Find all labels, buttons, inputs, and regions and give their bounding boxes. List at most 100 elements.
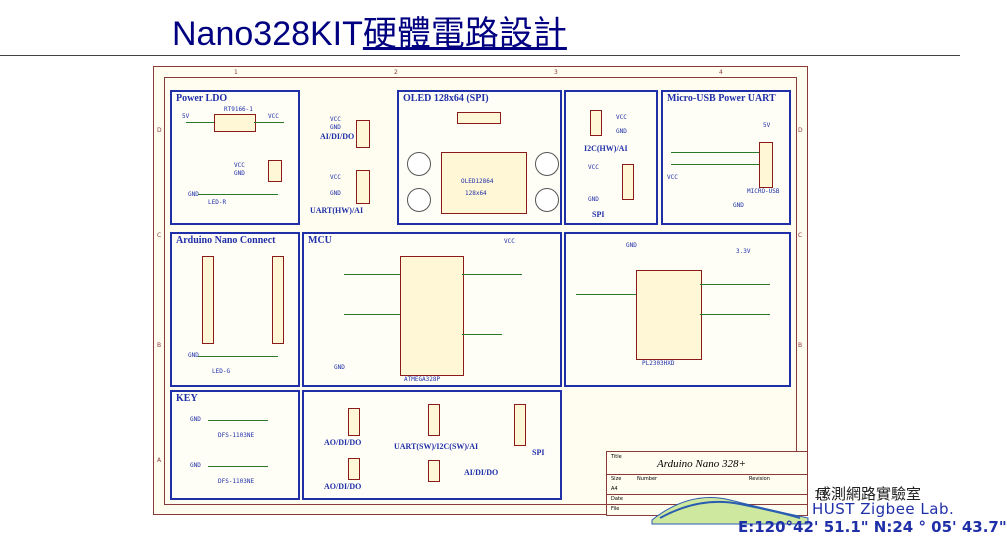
tb-number-label: Number — [637, 476, 658, 482]
net-gnd: GND — [188, 191, 199, 198]
mcu-chip — [400, 256, 464, 376]
grid-label: D — [798, 127, 803, 134]
wire — [462, 334, 502, 335]
connector-cn15 — [428, 460, 440, 482]
wire — [208, 466, 268, 467]
net-gnd: GND — [330, 190, 341, 197]
wire — [344, 314, 400, 315]
connector-cn13 — [514, 404, 526, 446]
net-vcc: VCC — [234, 162, 245, 169]
grid-label: 2 — [394, 69, 398, 76]
panel-mcu: MCU ATMEGA328P VCC GND — [302, 232, 562, 387]
title-underline-rule — [0, 55, 960, 56]
grid-label: B — [157, 342, 162, 349]
wire — [344, 274, 400, 275]
lab-name-english: HUST Zigbee Lab. — [812, 500, 955, 518]
wire — [700, 284, 770, 285]
label-aiddo-1: AI/DI/DO — [320, 132, 355, 141]
oled-module — [441, 152, 527, 214]
usb-ic-label: PL2303HXD — [642, 360, 675, 367]
net-gnd: GND — [733, 202, 744, 209]
net-vcc: VCC — [268, 113, 279, 120]
net-gnd: GND — [616, 128, 627, 135]
net-vcc: VCC — [504, 238, 515, 245]
panel-usb-uart-ic: PL2303HXD GND 3.3V — [564, 232, 791, 387]
panel-title: KEY — [176, 393, 198, 404]
net-gnd: GND — [190, 462, 201, 469]
panel-title: MCU — [308, 235, 332, 246]
panel-key: KEY DFS-1103NE DFS-1103NE GND GND — [170, 390, 300, 500]
grid-label: D — [157, 127, 162, 134]
net-gnd: GND — [190, 416, 201, 423]
oled-size-label: 128x64 — [465, 190, 487, 197]
grid-label: B — [798, 342, 803, 349]
header-right — [272, 256, 284, 344]
slide-title-underlined: 硬體電路設計 — [362, 15, 567, 53]
label-spi-2: SPI — [532, 448, 545, 457]
tb-title-label: Title — [611, 454, 622, 460]
wire — [576, 294, 636, 295]
net-3v3: 3.3V — [736, 248, 751, 255]
header-left — [202, 256, 214, 344]
label-uart-hw-ai: UART(HW)/AI — [310, 206, 364, 215]
label-aiddo-2: AO/DI/DO — [324, 438, 362, 447]
led-red-label: LED-R — [208, 199, 227, 206]
net-vcc: VCC — [616, 114, 627, 121]
panel-micro-usb: Micro-USB Power UART MICRO-USB 5V VCC GN… — [661, 90, 791, 225]
mount-hole — [407, 152, 431, 176]
group-ai-uart: VCC GND AI/DI/DO VCC GND UART(HW)/AI — [302, 90, 395, 225]
wire — [254, 122, 284, 123]
slide-title-plain: Nano328KIT — [172, 15, 363, 53]
net-gnd: GND — [330, 124, 341, 131]
usb-connector — [759, 142, 773, 188]
wire — [186, 122, 214, 123]
key2-part-label: DFS-1103NE — [218, 478, 255, 485]
tb-revision-label: Revision — [749, 476, 770, 482]
net-vcc: VCC — [588, 164, 599, 171]
panel-title: OLED 128x64 (SPI) — [403, 93, 489, 104]
mcu-part-label: ATMEGA328P — [404, 376, 441, 383]
ldo-part-label: RT9166-1 — [224, 106, 253, 113]
oled-header — [457, 112, 501, 124]
connector-cn12 — [428, 404, 440, 436]
grid-label: C — [157, 232, 162, 239]
net-vcc: VCC — [330, 174, 341, 181]
wire — [700, 314, 770, 315]
connector-cn7 — [590, 110, 602, 136]
connector-cn11 — [348, 408, 360, 436]
slide-title: Nano328KIT硬體電路設計 — [172, 14, 567, 54]
tb-project-name: Arduino Nano 328+ — [657, 458, 746, 470]
mount-hole — [535, 188, 559, 212]
net-5v: 5V — [763, 122, 771, 129]
label-aiddo-4: AO/DI/DO — [324, 482, 362, 491]
wire — [198, 194, 278, 195]
net-gnd: GND — [234, 170, 245, 177]
net-5v: 5V — [182, 113, 190, 120]
panel-title: Power LDO — [176, 93, 228, 104]
wire — [198, 356, 278, 357]
label-spi-1: SPI — [592, 210, 605, 219]
lab-name-chinese: 感測網路實驗室 — [816, 485, 922, 503]
mount-hole — [535, 152, 559, 176]
label-uart-sw: UART(SW)/I2C(SW)/AI — [394, 442, 479, 451]
mount-hole — [407, 188, 431, 212]
wire — [671, 152, 759, 153]
ldo-regulator — [214, 114, 256, 132]
tb-file-label: File — [611, 506, 620, 512]
panel-title: Arduino Nano Connect — [176, 235, 276, 246]
net-gnd: GND — [588, 196, 599, 203]
net-gnd: GND — [188, 352, 199, 359]
panel-bottom-connectors: AO/DI/DO UART(SW)/I2C(SW)/AI SPI AO/DI/D… — [302, 390, 562, 500]
wire — [671, 164, 759, 165]
led-green-label: LED-G — [212, 368, 231, 375]
grid-label: 3 — [554, 69, 558, 76]
panel-oled: OLED 128x64 (SPI) OLED12864 128x64 — [397, 90, 562, 225]
page-number: 11 — [814, 488, 828, 501]
panel-arduino-nano: Arduino Nano Connect GND LED-G — [170, 232, 300, 387]
connector-cn6 — [356, 170, 370, 204]
grid-label: C — [798, 232, 803, 239]
net-vcc: VCC — [330, 116, 341, 123]
tb-date-label: Date — [611, 496, 623, 502]
schematic-frame: Power LDO RT9166-1 5V VCC VCC GND LED-R … — [164, 77, 808, 516]
label-i2c-hw-ai: I2C(HW)/AI — [584, 144, 628, 153]
